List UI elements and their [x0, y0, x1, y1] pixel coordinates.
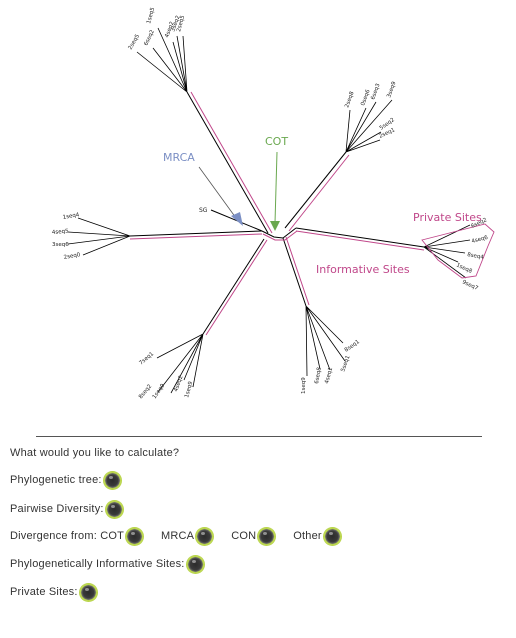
leaf-label: 4seq6 [471, 235, 489, 245]
leaf-label: 8seq1 [344, 339, 361, 354]
row-divergence: Divergence from: COT MRCA CON Other [10, 526, 341, 546]
leaf-label: 1seq4 [62, 212, 80, 221]
divergence-mrca-label: MRCA [161, 530, 195, 542]
divergence-from-label: Divergence from: COT [10, 530, 125, 542]
branch-left-highlight [129, 233, 263, 240]
mrca-label: MRCA [163, 151, 195, 164]
branch-bottom-highlight [285, 236, 310, 306]
mrca-arrowhead [231, 212, 243, 226]
branch-left [129, 230, 263, 237]
row-private-sites: Private Sites: [10, 582, 97, 602]
branch-top-highlight [190, 91, 273, 234]
leaf-label: 4seq5 [52, 229, 70, 236]
outgroup-label: SG [199, 207, 208, 214]
leaf-label: 2seq5 [128, 33, 142, 51]
cot-annotation: COT [265, 135, 288, 231]
leaf-label: 7seq1 [138, 351, 155, 366]
center-node [261, 227, 297, 239]
leaf-label: 2seq0 [63, 252, 81, 261]
divergence-con-radio[interactable] [258, 527, 276, 545]
leaf-label: 1seq8 [455, 262, 473, 275]
divider [36, 436, 482, 437]
phylogenetic-tree-radio[interactable] [103, 471, 121, 489]
leaf-label: 2seq8 [344, 90, 356, 108]
center-node-highlight [262, 230, 298, 241]
leaf-label: 6seq2 [143, 29, 156, 47]
leaf-label: 1seq9 [184, 380, 194, 398]
row-informative-sites: Phylogenetically Informative Sites: [10, 554, 204, 574]
branch-bottom-left-highlight [205, 239, 268, 336]
leaf-label: 8seq2 [138, 384, 153, 401]
leaf-label: 3seq9 [386, 80, 398, 98]
calculation-form: What would you like to calculate? Phylog… [10, 446, 510, 601]
leaf-label: 4seq2 [173, 375, 184, 393]
divergence-other-label: Other [293, 530, 322, 542]
branch-bottom-left [202, 238, 265, 335]
private-sites-form-label: Private Sites: [10, 586, 78, 598]
private-sites-label: Private Sites [413, 211, 482, 224]
mrca-annotation: MRCA [163, 151, 243, 226]
form-question: What would you like to calculate? [10, 447, 180, 459]
leaf-label: 8seq4 [467, 252, 485, 261]
leaf-label: 2seq5 [176, 14, 186, 32]
leaf-label: 4seq2 [164, 21, 175, 39]
divergence-other-radio[interactable] [323, 527, 341, 545]
row-pairwise-diversity: Pairwise Diversity: [10, 499, 123, 519]
informative-sites-form-label: Phylogenetically Informative Sites: [10, 558, 185, 570]
leaf-label: 6seq8 [314, 366, 323, 384]
informative-sites-label: Informative Sites [316, 263, 410, 276]
leaf-label: 1seq9 [152, 383, 167, 401]
leaf-label: 6seq3 [370, 82, 382, 100]
terminal-branches [67, 27, 471, 394]
divergence-con-label: CON [231, 530, 257, 542]
branch-right [295, 227, 425, 248]
divergence-mrca-radio[interactable] [196, 527, 214, 545]
leaf-label: 5seq1 [340, 355, 351, 373]
phylogenetic-tree-label: Phylogenetic tree: [10, 474, 102, 486]
leaf-label: 9seq7 [461, 279, 479, 292]
row-phylogenetic-tree: Phylogenetic tree: [10, 470, 121, 490]
divergence-cot-radio[interactable] [126, 527, 144, 545]
branch-upper-right [284, 151, 347, 229]
leaf-label: 3seq2 [170, 15, 181, 33]
informative-sites-radio[interactable] [186, 555, 204, 573]
pairwise-diversity-label: Pairwise Diversity: [10, 503, 104, 515]
branch-top [186, 91, 269, 234]
leaf-label: 1seq9 [301, 377, 307, 394]
pairwise-diversity-radio[interactable] [105, 500, 123, 518]
cot-label: COT [265, 135, 288, 148]
cot-arrowhead [270, 221, 280, 231]
leaf-label: 0seq6 [360, 88, 372, 106]
leaf-label: 3seq6 [52, 242, 69, 248]
leaf-label: 1seq5 [146, 6, 156, 24]
leaf-label: 4seq1 [324, 367, 334, 385]
branch-upper-right-highlight [288, 154, 350, 232]
branch-bottom [282, 237, 307, 307]
private-sites-radio[interactable] [79, 583, 97, 601]
private-sites-region [421, 223, 495, 279]
branch-right-highlight [295, 230, 425, 251]
internal-branches [129, 91, 425, 336]
